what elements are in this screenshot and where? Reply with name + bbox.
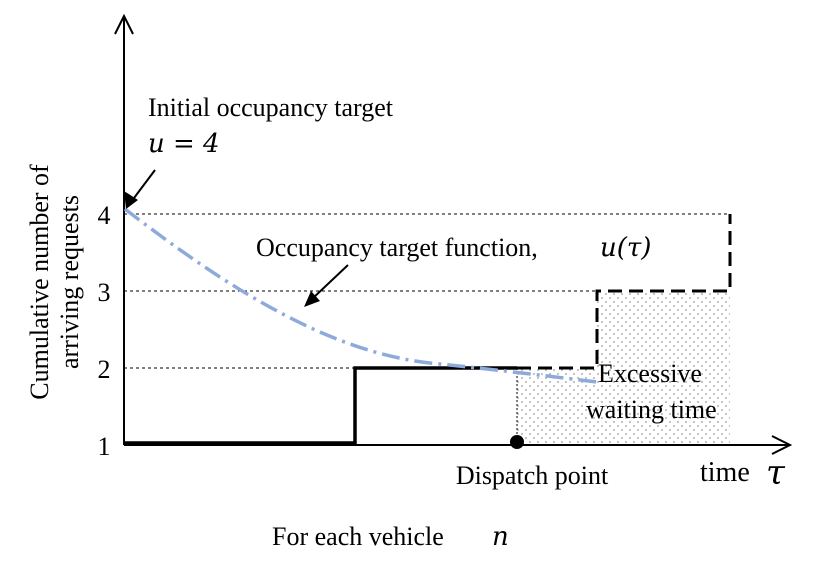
excessive-waiting-label-line2: waiting time (586, 395, 717, 424)
y-axis-label-line2: arriving requests (55, 195, 84, 369)
cumulative-arrivals-step (124, 366, 517, 445)
excessive-waiting-region (517, 291, 730, 445)
initial-target-label: Initial occupancy target (148, 93, 394, 122)
y-axis-label-line1: Cumulative number of (25, 164, 54, 400)
occupancy-target-curve (123, 207, 598, 384)
target-step-dashed (517, 214, 732, 370)
x-axis-label: time (700, 457, 750, 488)
caption-symbol: n (492, 522, 509, 552)
initial-target-arrow (130, 169, 156, 203)
x-axis-arrowhead (771, 435, 793, 455)
y-tick-4: 4 (98, 201, 111, 230)
dispatch-point-label: Dispatch point (456, 461, 609, 490)
y-tick-1: 1 (98, 432, 111, 461)
initial-target-arrowhead (124, 191, 138, 209)
target-function-arrowhead (304, 291, 320, 307)
y-axis-arrowhead (114, 13, 134, 35)
target-function-math: u(τ) (600, 233, 651, 263)
caption-text: For each vehicle (272, 522, 444, 551)
x-axis-symbol: τ (766, 453, 786, 493)
excessive-waiting-label-line1: Excessive (598, 359, 702, 388)
target-function-arrow (311, 264, 349, 300)
target-function-label: Occupancy target function, (256, 233, 538, 262)
y-axis-label: Cumulative number of arriving requests (25, 164, 84, 400)
y-tick-3: 3 (98, 278, 111, 307)
initial-target-equation: u = 4 (148, 129, 220, 159)
dispatch-point-marker (510, 435, 524, 449)
y-tick-2: 2 (98, 355, 111, 384)
